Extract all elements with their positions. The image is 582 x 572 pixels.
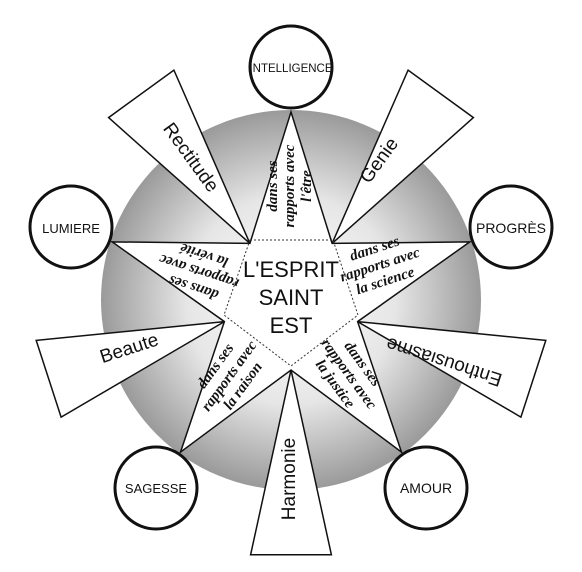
circle-sagesse-label: SAGESSE: [125, 481, 187, 496]
pentagram-star: [109, 109, 473, 455]
circle-amour-label: AMOUR: [400, 480, 452, 496]
wedge-enthousiasme: [357, 320, 547, 419]
inner-pentagon-dotted: [223, 239, 359, 367]
wedge-rectitude: [107, 68, 251, 244]
relation-intelligence-line-1: dans ses: [265, 160, 281, 211]
relation-intelligence: dans ses rapports avec l'être: [265, 144, 315, 227]
wedge-beaute: [35, 320, 225, 419]
star-outline: [109, 109, 473, 455]
circle-sagesse: SAGESSE: [113, 445, 199, 531]
center-line-3: EST: [270, 313, 313, 338]
wedge-harmonie: [249, 369, 333, 556]
circle-amour-ring: [383, 445, 469, 531]
center-line-1: L'ESPRIT: [243, 257, 339, 282]
circle-progres: PROGRÈS: [468, 184, 554, 270]
circle-intelligence: INTELLIGENCE: [248, 24, 334, 110]
circle-lumiere-ring: [28, 184, 114, 270]
center-text: L'ESPRIT SAINT EST: [243, 257, 339, 338]
circle-sagesse-ring: [113, 445, 199, 531]
circle-lumiere: LUMIERE: [28, 184, 114, 270]
circle-progres-ring: [468, 184, 554, 270]
relation-intelligence-line-3: l'être: [299, 170, 315, 202]
circle-intelligence-ring: [248, 24, 334, 110]
circle-amour: AMOUR: [383, 445, 469, 531]
circle-progres-label: PROGRÈS: [476, 220, 546, 236]
center-line-2: SAINT: [259, 285, 324, 310]
circle-lumiere-label: LUMIERE: [42, 221, 100, 236]
virtue-wedges: [35, 68, 547, 556]
circle-intelligence-label: INTELLIGENCE: [249, 63, 332, 75]
wedge-genie: [331, 68, 475, 244]
virtue-label-harmonie: Harmonie: [279, 438, 300, 520]
relation-intelligence-line-2: rapports avec: [282, 144, 298, 227]
